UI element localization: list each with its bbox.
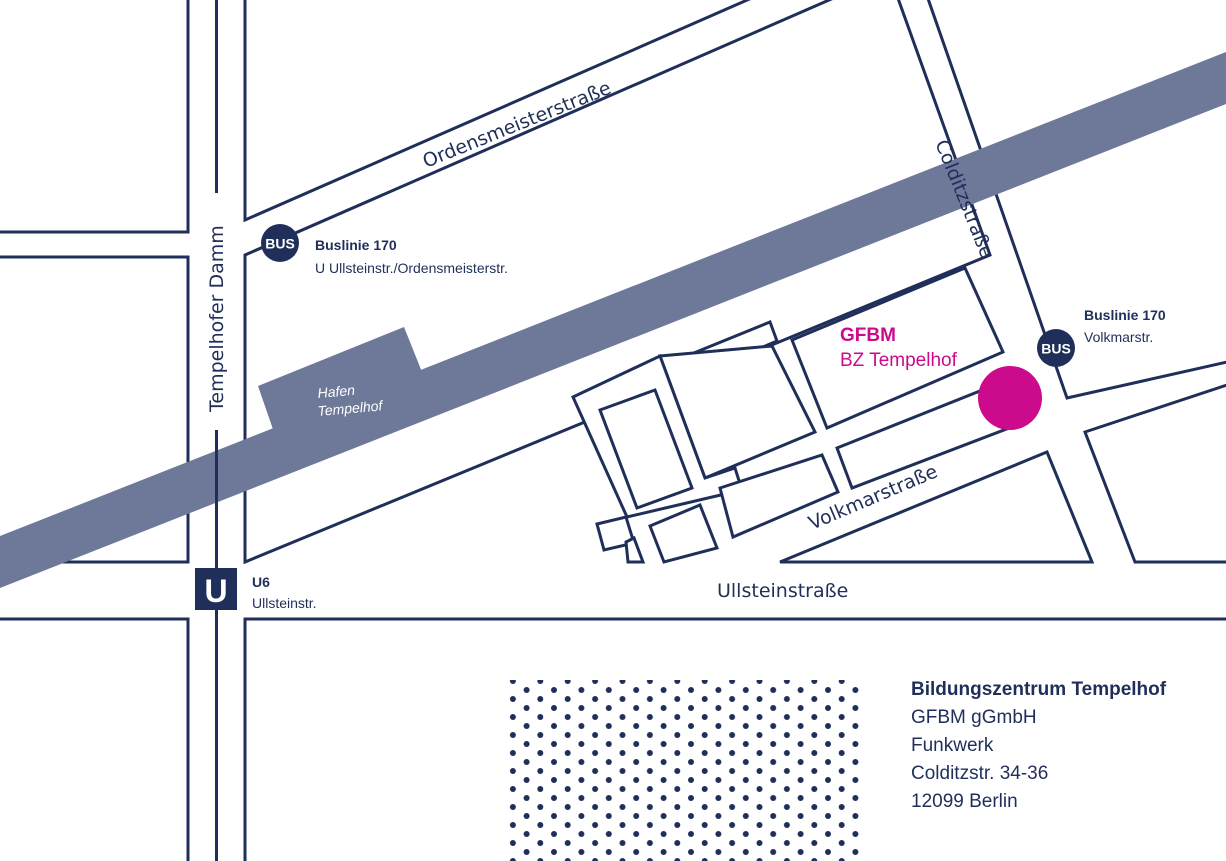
building-h — [648, 503, 720, 564]
address-city: 12099 Berlin — [911, 791, 1018, 812]
subway-stop-ullsteinstr: U U6 Ullsteinstr. — [195, 568, 317, 611]
address-company: GFBM gGmbH — [911, 707, 1037, 728]
bus-stop-ullsteinstr-ordensmeisterstr: BUS Buslinie 170 U Ullsteinstr./Ordensme… — [261, 224, 508, 276]
location-pin-icon — [978, 366, 1042, 430]
street-label-ullsteinstrasse: Ullsteinstraße — [717, 580, 848, 602]
bus-icon — [1037, 329, 1075, 367]
address-street: Colditzstr. 34-36 — [911, 763, 1048, 784]
destination-org-label: GFBM — [840, 325, 896, 346]
canal: Hafen Tempelhof — [0, 51, 1226, 589]
address-block: Bildungszentrum Tempelhof GFBM gGmbH Fun… — [911, 679, 1167, 812]
destination-marker: GFBM BZ Tempelhof — [840, 325, 1042, 430]
street-label-tempelhofer-damm: Tempelhofer Damm — [206, 225, 228, 413]
harbor-label-line2: Tempelhof — [317, 397, 385, 419]
bus-stop-name: U Ullsteinstr./Ordensmeisterstr. — [315, 260, 508, 276]
bus-stop-name: Volkmarstr. — [1084, 329, 1153, 345]
block-volkmar-south — [779, 450, 1095, 564]
subway-line-label: U6 — [252, 574, 270, 590]
dot-pattern-decoration — [507, 680, 864, 861]
subway-stop-name: Ullsteinstr. — [252, 595, 317, 611]
destination-site-label: BZ Tempelhof — [840, 350, 958, 371]
address-title: Bildungszentrum Tempelhof — [911, 679, 1167, 700]
bus-icon — [261, 224, 299, 262]
building-e — [718, 453, 840, 540]
bus-line-label: Buslinie 170 — [1084, 307, 1166, 323]
bus-line-label: Buslinie 170 — [315, 237, 397, 253]
block-far-west-top — [0, 0, 190, 234]
building-bz-tempelhof — [790, 266, 1005, 430]
harbor-basin — [258, 327, 422, 438]
building-i — [624, 535, 646, 564]
bus-badge-label: BUS — [1041, 341, 1071, 357]
block-north-west — [243, 0, 751, 223]
block-far-west-bottom — [0, 617, 190, 861]
address-building: Funkwerk — [911, 735, 994, 756]
subway-icon — [195, 568, 237, 610]
canal-band — [0, 51, 1226, 589]
building-d — [598, 388, 694, 510]
bus-stop-volkmarstr: BUS Buslinie 170 Volkmarstr. — [1037, 307, 1166, 367]
harbor-label-line1: Hafen — [317, 382, 356, 401]
block-east-right — [1083, 383, 1226, 564]
subway-badge-label: U — [204, 573, 227, 609]
bus-badge-label: BUS — [265, 236, 295, 252]
